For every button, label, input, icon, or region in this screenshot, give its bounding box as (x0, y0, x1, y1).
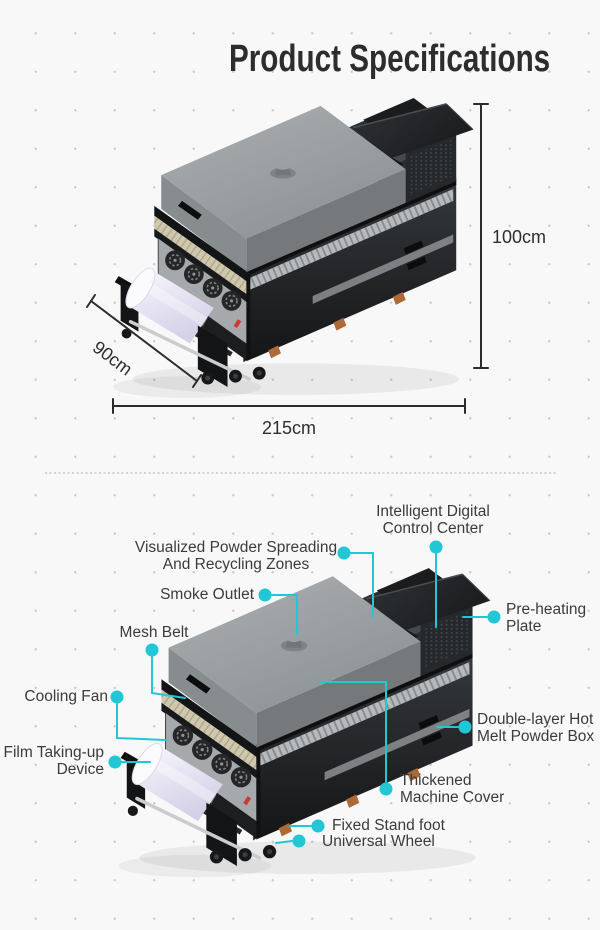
callout-label-cooling-fan: Cooling Fan (24, 688, 108, 705)
callout-dot-fixed-stand-foot (311, 819, 325, 833)
callout-dot-cooling-fan (110, 690, 124, 704)
callout-label-visualized-powder-zones: Visualized Powder Spreading And Recyclin… (134, 539, 338, 573)
callout-line-visualized-powder-zones (350, 552, 374, 618)
callout-dot-film-taking-up-device (108, 755, 122, 769)
callout-dots (108, 540, 501, 848)
callout-line-mesh-belt (151, 656, 186, 699)
callout-label-thickened-machine-cover: Thickened Machine Cover (400, 772, 505, 806)
callout-dot-universal-wheel (292, 834, 306, 848)
depth-dimension-line (86, 294, 202, 388)
callout-dot-visualized-powder-zones (337, 546, 351, 560)
callout-dot-pre-heating-plate (487, 610, 501, 624)
callout-line-smoke-outlet (271, 594, 298, 635)
callout-line-universal-wheel (275, 840, 293, 844)
callout-label-universal-wheel: Universal Wheel (322, 833, 435, 850)
callout-dot-double-layer-hot-melt-powder-box (458, 720, 472, 734)
callout-label-mesh-belt: Mesh Belt (119, 624, 189, 641)
callout-line-cooling-fan (116, 703, 167, 741)
callout-dot-thickened-machine-cover (379, 782, 393, 796)
callout-label-film-taking-up-device: Film Taking-up Device (3, 744, 104, 778)
width-dimension-label: 215cm (261, 418, 317, 438)
callout-label-pre-heating-plate: Pre-heating Plate (506, 601, 587, 635)
callout-label-fixed-stand-foot: Fixed Stand foot (332, 817, 445, 834)
page-title: Product Specifications (229, 38, 551, 80)
callout-line-thickened-machine-cover (319, 681, 387, 783)
dimension-lines (86, 103, 489, 414)
callout-label-intelligent-digital-control-center: Intelligent Digital Control Center (376, 503, 490, 537)
callout-dot-smoke-outlet (258, 588, 272, 602)
callout-lines (116, 552, 488, 844)
callout-label-smoke-outlet: Smoke Outlet (160, 586, 254, 603)
callout-dot-mesh-belt (145, 643, 159, 657)
width-dimension-line (112, 398, 466, 414)
height-dimension-line (473, 103, 489, 369)
height-dimension-label: 100cm (492, 227, 547, 247)
callout-label-double-layer-hot-melt-powder-box: Double-layer Hot Melt Powder Box (477, 711, 595, 745)
callout-dot-intelligent-digital-control-center (429, 540, 443, 554)
